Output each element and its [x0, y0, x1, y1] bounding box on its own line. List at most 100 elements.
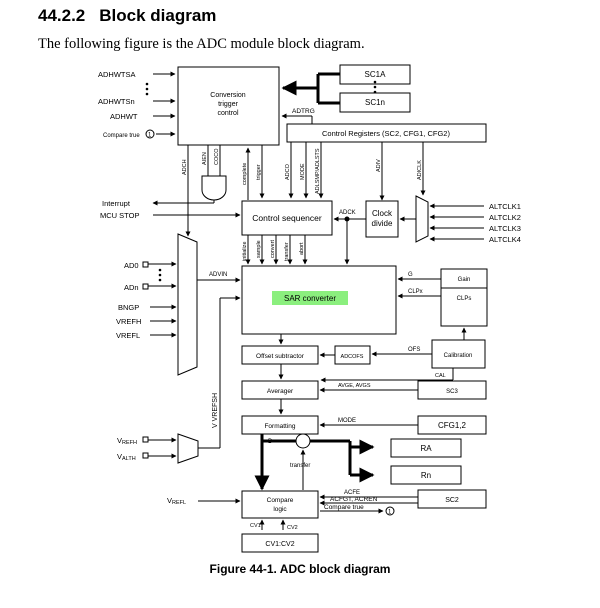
adiv-label: ADIV	[376, 159, 382, 172]
compare-logic-box	[241, 490, 319, 519]
sample-label: sample	[256, 240, 262, 258]
rn-label: Rn	[421, 471, 431, 480]
mode-vlabel: MODE	[300, 163, 306, 180]
compare-true-label: Compare true	[103, 133, 140, 139]
intro-text: The following figure is the ADC module b…	[38, 36, 365, 52]
logic-label: logic	[273, 506, 287, 513]
adhwt-label: ADHWT	[110, 112, 138, 121]
adco-label: ADCO	[285, 163, 291, 180]
coco-label: COCO	[214, 148, 220, 165]
circle-number-bottom: 1	[388, 510, 392, 516]
figure-caption: Figure 44-1. ADC block diagram	[209, 562, 391, 576]
adhwtsn-label: ADHWTSn	[98, 97, 135, 106]
offset-subtractor-box	[241, 345, 319, 365]
averager-box	[241, 380, 319, 400]
sc2-label: SC2	[445, 497, 459, 504]
vrefl-label: VREFL	[116, 331, 140, 340]
section-title: Block diagram	[99, 6, 217, 25]
formatting-box	[241, 415, 319, 435]
clps-box	[440, 287, 488, 327]
calibration-label: Calibration	[444, 353, 473, 359]
transfer-label: transfer	[290, 463, 310, 469]
adlsmp-label: ADLSMP/ADLSTS	[315, 148, 321, 194]
ref-mux	[177, 433, 199, 464]
transfer-vlabel: transfer	[284, 242, 290, 261]
mode-label: MODE	[338, 418, 356, 424]
adiclk-label: ADICLK	[417, 160, 423, 180]
control-label: control	[217, 110, 238, 117]
rn-box	[390, 465, 462, 485]
adck-label: ADCK	[339, 210, 356, 216]
g-label: G	[408, 272, 413, 278]
adtrg-label: ADTRG	[292, 108, 315, 115]
sc1n-label: SC1n	[365, 98, 385, 107]
gain-label: Gain	[458, 277, 471, 283]
circle-number-top: 1	[148, 133, 152, 139]
complete-label: complete	[242, 163, 248, 185]
conversion-label: Conversion	[210, 92, 246, 99]
conversion-trigger-control-box	[177, 66, 280, 146]
sc1a-label: SC1A	[365, 70, 387, 79]
calibration-box	[431, 339, 486, 369]
vrefh-label: VREFH	[116, 317, 141, 326]
adcofs-label: ADCOFS	[341, 354, 364, 360]
aien-label: AIEN	[202, 152, 208, 165]
clock-mux	[415, 195, 429, 243]
clps-label: CLPs	[457, 296, 472, 302]
acfgt-label: ACFGT, ACREN	[330, 496, 378, 503]
cal-label: CAL	[435, 373, 446, 379]
adn-label: ADn	[124, 283, 139, 292]
avge-label: AVGE, AVGS	[338, 383, 371, 389]
bngp-label: BNGP	[118, 303, 139, 312]
sc2-box	[417, 489, 487, 509]
section-heading: 44.2.2 Block diagram	[38, 6, 216, 26]
advin-label: ADVIN	[209, 272, 227, 278]
trigger-vlabel: trigger	[256, 164, 262, 180]
altclk4-label: ALTCLK4	[489, 235, 521, 244]
trigger-label: trigger	[218, 101, 239, 108]
abort-label: abort	[299, 242, 305, 255]
sc3-label: SC3	[446, 389, 458, 395]
vrefsh-label: V VREFSH	[212, 393, 219, 428]
ra-box	[390, 438, 462, 458]
control-sequencer-box	[241, 200, 333, 236]
cv2-label: CV2	[287, 525, 298, 531]
formatting-label: Formatting	[264, 423, 295, 430]
control-registers-box	[286, 123, 487, 143]
altclk3-label: ALTCLK3	[489, 224, 521, 233]
adch-label: ADCH	[182, 159, 188, 175]
altclk2-label: ALTCLK2	[489, 213, 521, 222]
initialize-label: initialize	[242, 241, 248, 261]
v-refl-label: VREFL	[167, 496, 186, 506]
sar-highlight	[272, 291, 348, 305]
compare-logic-label: Compare	[267, 497, 294, 504]
mcu-stop-label: MCU STOP	[100, 211, 139, 220]
v-alth-label: VALTH	[117, 452, 136, 462]
adhwtsa-label: ADHWTSA	[98, 70, 136, 79]
compare-true-bottom-label: Compare true	[324, 504, 364, 511]
interrupt-label: Interrupt	[102, 199, 131, 208]
section-number: 44.2.2	[38, 6, 86, 25]
divide-label: divide	[372, 219, 393, 228]
offset-subtractor-label: Offset subtractor	[256, 353, 305, 360]
altclk1-label: ALTCLK1	[489, 202, 521, 211]
cfg12-label: CFG1,2	[438, 421, 467, 430]
cv1-label: CV1	[250, 523, 261, 529]
clpx-label: CLPx	[408, 289, 423, 295]
acfe-label: ACFE	[344, 490, 360, 496]
averager-label: Averager	[267, 388, 294, 395]
clock-divide-box	[365, 200, 399, 238]
v-refh-label: VREFH	[117, 436, 137, 446]
cv1cv2-box	[241, 533, 319, 553]
control-sequencer-label: Control sequencer	[252, 213, 322, 223]
sar-converter-label: SAR converter	[284, 294, 336, 303]
clock-label: Clock	[372, 209, 393, 218]
input-mux	[177, 233, 198, 376]
ofs-label: OFS	[408, 347, 420, 353]
ad0-label: AD0	[124, 261, 139, 270]
cv1cv2-label: CV1:CV2	[265, 541, 294, 548]
convert-label: convert	[270, 239, 276, 258]
d-label: D	[268, 439, 273, 445]
ra-label: RA	[420, 444, 432, 453]
